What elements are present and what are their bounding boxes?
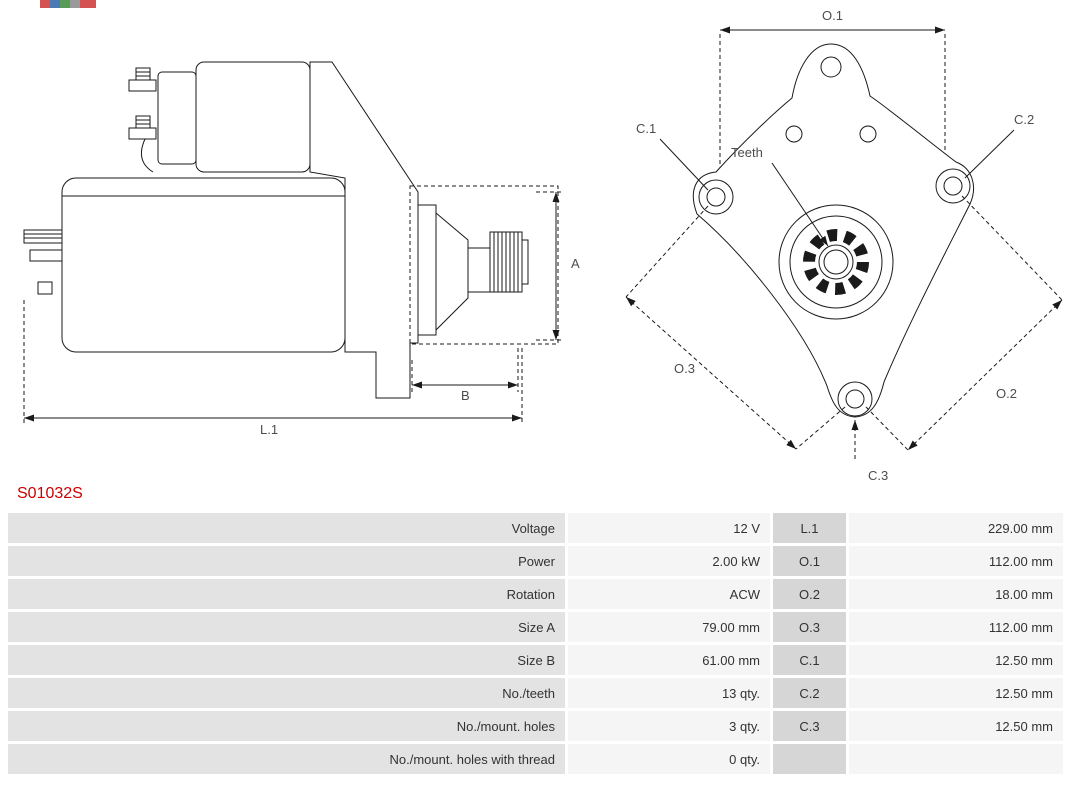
- table-row: No./mount. holes with thread 0 qty.: [8, 744, 1063, 774]
- technical-drawing: A B L.1 O.1 C.1: [23, 8, 1063, 483]
- dim-label-c1: C.1: [636, 121, 656, 136]
- spec-value: 12 V: [568, 513, 770, 543]
- spec-dim-label: O.1: [773, 546, 846, 576]
- spec-dim-label: L.1: [773, 513, 846, 543]
- spec-dim-label: C.1: [773, 645, 846, 675]
- spec-dim-label: C.3: [773, 711, 846, 741]
- part-number: S01032S: [17, 485, 83, 502]
- spec-dim-label: O.2: [773, 579, 846, 609]
- spec-dim-value: 12.50 mm: [849, 711, 1063, 741]
- spec-value: 2.00 kW: [568, 546, 770, 576]
- spec-table: Voltage 12 V L.1 229.00 mm Power 2.00 kW…: [8, 513, 1063, 774]
- spec-dim-label: O.3: [773, 612, 846, 642]
- spec-dim-value: [849, 744, 1063, 774]
- spec-label: Size A: [8, 612, 565, 642]
- dim-label-b: B: [461, 388, 470, 403]
- table-row: Rotation ACW O.2 18.00 mm: [8, 579, 1063, 609]
- spec-dim-value: 18.00 mm: [849, 579, 1063, 609]
- table-row: No./teeth 13 qty. C.2 12.50 mm: [8, 678, 1063, 708]
- table-row: Power 2.00 kW O.1 112.00 mm: [8, 546, 1063, 576]
- table-row: Size A 79.00 mm O.3 112.00 mm: [8, 612, 1063, 642]
- dim-label-c3: C.3: [868, 468, 888, 483]
- dim-label-o3: O.3: [674, 361, 695, 376]
- spec-label: No./mount. holes: [8, 711, 565, 741]
- spec-value: 13 qty.: [568, 678, 770, 708]
- table-row: Size B 61.00 mm C.1 12.50 mm: [8, 645, 1063, 675]
- spec-value: ACW: [568, 579, 770, 609]
- spec-dim-label: [773, 744, 846, 774]
- dim-label-l1: L.1: [260, 422, 278, 437]
- teeth-label: Teeth: [731, 145, 763, 160]
- starter-side-view: A B L.1: [23, 61, 580, 437]
- spec-dim-value: 229.00 mm: [849, 513, 1063, 543]
- dim-label-o2: O.2: [996, 386, 1017, 401]
- spec-value: 79.00 mm: [568, 612, 770, 642]
- site-logo: [40, 0, 96, 8]
- spec-label: No./teeth: [8, 678, 565, 708]
- table-row: Voltage 12 V L.1 229.00 mm: [8, 513, 1063, 543]
- spec-label: Rotation: [8, 579, 565, 609]
- dim-label-a: A: [571, 256, 580, 271]
- spec-label: Voltage: [8, 513, 565, 543]
- spec-label: Power: [8, 546, 565, 576]
- table-row: No./mount. holes 3 qty. C.3 12.50 mm: [8, 711, 1063, 741]
- spec-value: 0 qty.: [568, 744, 770, 774]
- spec-dim-label: C.2: [773, 678, 846, 708]
- spec-dim-value: 112.00 mm: [849, 612, 1063, 642]
- spec-dim-value: 12.50 mm: [849, 645, 1063, 675]
- spec-label: No./mount. holes with thread: [8, 744, 565, 774]
- spec-label: Size B: [8, 645, 565, 675]
- spec-value: 61.00 mm: [568, 645, 770, 675]
- spec-value: 3 qty.: [568, 711, 770, 741]
- starter-front-view: O.1 C.1 C.2 Teeth O.3: [625, 8, 1063, 483]
- spec-dim-value: 12.50 mm: [849, 678, 1063, 708]
- dim-label-o1: O.1: [822, 8, 843, 23]
- spec-dim-value: 112.00 mm: [849, 546, 1063, 576]
- dim-label-c2: C.2: [1014, 112, 1034, 127]
